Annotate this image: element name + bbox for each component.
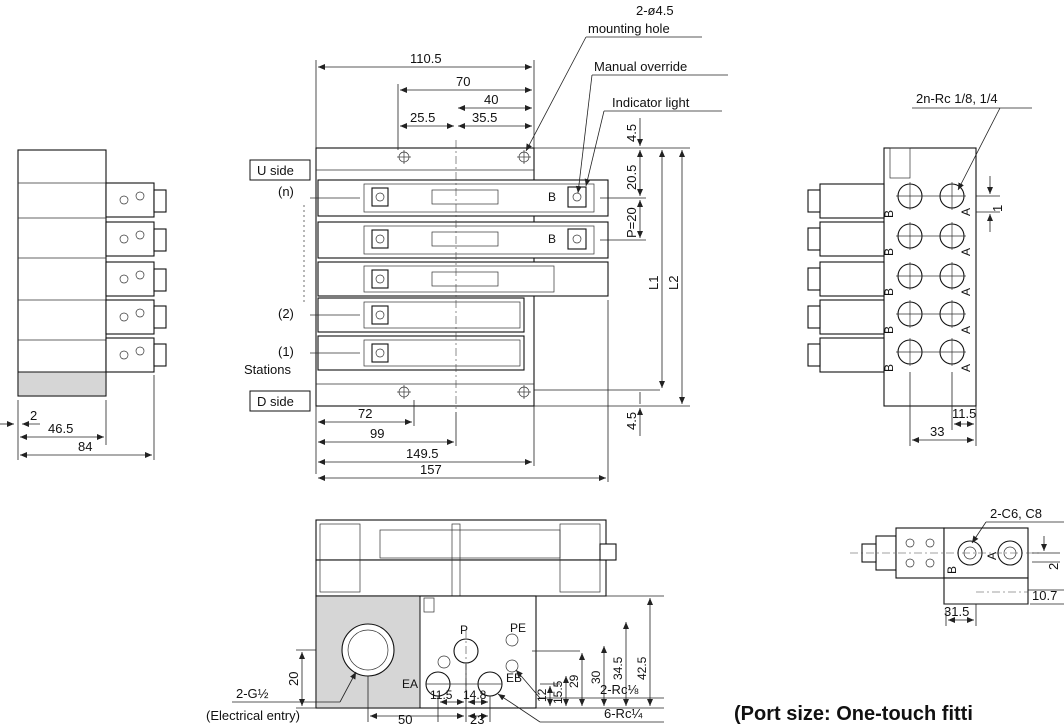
right-dim-33: 33 (930, 424, 944, 439)
right-dim-1: 1 (990, 205, 1005, 212)
right-port-callout: 2n-Rc 1/8, 1/4 (916, 91, 998, 106)
dim-20-5: 20.5 (624, 165, 639, 190)
fitting-dim-10-7: 10.7 (1032, 588, 1057, 603)
dim-34-5: 34.5 (611, 656, 625, 680)
dim-30: 30 (589, 670, 603, 684)
left-solenoid-stack (105, 182, 167, 373)
manual-override-label: Manual override (594, 59, 687, 74)
dim-29: 29 (567, 674, 581, 688)
right-port-b-1: B (882, 210, 896, 218)
dim-99: 99 (370, 426, 384, 441)
left-dim-46-5: 46.5 (48, 421, 73, 436)
right-dim-11-5: 11.5 (952, 406, 976, 421)
dim-14-8: 14.8 (463, 688, 487, 702)
right-end-view: B A B A B A B A B A 2n-Rc 1/8, 1/4 1 11.… (807, 91, 1032, 446)
fitting-detail-view: B A 2-C6, C8 2 10.7 31.5 (850, 506, 1064, 626)
mounting-hole-callout-1: 2-ø4.5 (636, 3, 674, 18)
label-stations: Stations (244, 362, 291, 377)
port-p-label: P (460, 623, 468, 637)
fitting-port-b: B (945, 566, 959, 574)
rc-quarter-callout: 6-Rc¼ (604, 706, 642, 721)
dim-157: 157 (420, 462, 442, 477)
right-port-a-5: A (959, 364, 973, 372)
port-ea-label: EA (402, 677, 418, 691)
dim-50: 50 (398, 712, 412, 726)
port-pe-label: PE (510, 621, 526, 635)
left-dim-84: 84 (78, 439, 92, 454)
dim-70: 70 (456, 74, 470, 89)
dim-110-5: 110.5 (410, 51, 442, 66)
dim-35-5: 35.5 (472, 110, 497, 125)
right-port-a-3: A (959, 288, 973, 296)
dim-12: 12 (535, 688, 549, 702)
dim-4-5-top: 4.5 (624, 124, 639, 142)
left-dim-2: 2 (30, 408, 37, 423)
fitting-dim-31-5: 31.5 (944, 604, 969, 619)
rc-eighth-callout: 2-Rc⅛ (600, 682, 638, 697)
label-u-side: U side (257, 163, 294, 178)
fitting-port-a: A (985, 552, 999, 560)
dim-72: 72 (358, 406, 372, 421)
dim-25-5: 25.5 (410, 110, 435, 125)
left-shaded-base (17, 371, 107, 397)
indicator-light-label: Indicator light (612, 95, 690, 110)
dim-40: 40 (484, 92, 498, 107)
fitting-dim-2: 2 (1046, 563, 1061, 570)
label-station-1: (1) (278, 344, 294, 359)
label-station-n: (n) (278, 184, 294, 199)
right-port-a-4: A (959, 326, 973, 334)
valve-n-port-b: B (548, 190, 556, 204)
port-eb-label: EB (506, 671, 522, 685)
label-d-side: D side (257, 394, 294, 409)
right-port-b-2: B (882, 248, 896, 256)
dim-l2: L2 (666, 276, 681, 290)
label-station-2: (2) (278, 306, 294, 321)
electrical-entry-label: (Electrical entry) (206, 708, 300, 723)
dim-20-bottom: 20 (286, 672, 301, 686)
right-solenoid-stack (807, 183, 885, 373)
dim-4-5-bottom: 4.5 (624, 412, 639, 430)
dim-pitch: P=20 (624, 207, 639, 238)
top-plan-view: B B U side (244, 3, 728, 482)
bottom-front-view: P PE EA EB 20 12 15.5 29 30 34.5 42.5 11… (206, 519, 664, 726)
valve-n1-port-b: B (548, 232, 556, 246)
bottom-ports (425, 630, 519, 705)
dim-15-5: 15.5 (551, 680, 565, 704)
dim-149-5: 149.5 (406, 446, 439, 461)
dim-23: 23 (470, 712, 484, 726)
mounting-holes (397, 150, 531, 399)
port-size-note: (Port size: One-touch fitti (734, 703, 973, 725)
fitting-callout: 2-C6, C8 (990, 506, 1042, 521)
right-port-grid (896, 182, 966, 366)
right-port-a-1: A (959, 208, 973, 216)
valve-stations: B B (317, 179, 609, 371)
right-port-b-5: B (882, 364, 896, 372)
dim-l1: L1 (646, 276, 661, 290)
g-half-callout: 2-G½ (236, 686, 269, 701)
dim-11-5-bottom: 11.5 (430, 688, 453, 702)
right-port-b-4: B (882, 326, 896, 334)
right-port-a-2: A (959, 248, 973, 256)
left-end-view: 2 46.5 84 (0, 149, 167, 460)
dim-42-5: 42.5 (635, 656, 649, 680)
mounting-hole-callout-2: mounting hole (588, 21, 670, 36)
right-port-b-3: B (882, 288, 896, 296)
